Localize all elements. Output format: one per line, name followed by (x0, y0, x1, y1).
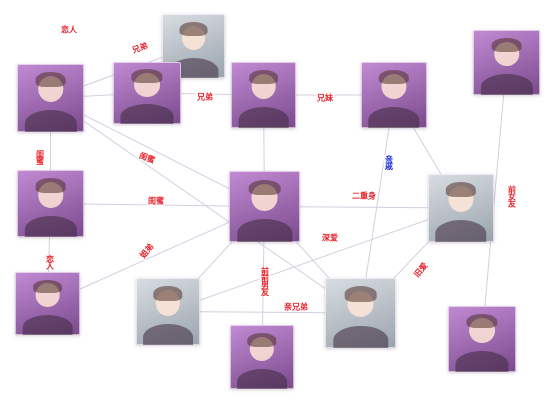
edge-label: 兄妹 (316, 93, 334, 103)
person-photo-icon (325, 278, 396, 348)
edge-label: 兄弟 (196, 92, 214, 102)
person-photo-icon (17, 64, 84, 132)
edge-label: 亲兄弟 (283, 302, 309, 312)
relationship-edge (50, 97, 361, 314)
person-node-blond-man-bottom[interactable] (325, 278, 396, 348)
relationship-edge (50, 97, 265, 207)
person-node-woman-center[interactable] (229, 171, 300, 242)
person-photo-icon (15, 272, 80, 335)
person-photo-icon (231, 62, 296, 128)
person-node-man-left-bottom[interactable] (15, 272, 80, 335)
person-node-dark-hair-man-center-top[interactable] (231, 62, 296, 128)
person-node-blonde-woman-left[interactable] (17, 64, 84, 132)
edge-label: 闺蜜 (34, 150, 46, 164)
edge-label: 前女友 (506, 185, 518, 207)
relationship-edge (167, 207, 462, 312)
person-photo-icon (473, 30, 540, 95)
edge-label: 恋人 (60, 25, 78, 35)
person-node-man-suit-top[interactable] (113, 62, 181, 124)
person-photo-icon (428, 174, 494, 242)
edge-label: 恋人 (44, 255, 56, 269)
person-photo-icon (17, 170, 84, 237)
person-photo-icon (361, 62, 427, 128)
edge-label: 深爱 (321, 233, 339, 243)
person-photo-icon (229, 171, 300, 242)
person-node-redhead-woman-top-right[interactable] (473, 30, 540, 95)
person-node-blonde-woman-braid[interactable] (361, 62, 427, 128)
person-node-woman-left-middle[interactable] (17, 170, 84, 237)
edge-label: 前前男友 (259, 267, 271, 295)
person-node-woman-hat-right[interactable] (428, 174, 494, 242)
relationship-edge (47, 206, 265, 304)
relationship-edge (481, 62, 507, 340)
person-node-young-man-bottom[interactable] (230, 325, 294, 389)
edge-label: 亲戚 (383, 155, 395, 169)
person-photo-icon (162, 14, 225, 78)
person-photo-icon (448, 306, 516, 372)
person-node-man-bottom-left-center[interactable] (136, 278, 200, 345)
person-photo-icon (136, 278, 200, 345)
edge-label: 二重身 (351, 191, 377, 201)
edge-label: 闺蜜 (147, 196, 165, 206)
relationship-edge (360, 94, 395, 314)
person-photo-icon (113, 62, 181, 124)
person-node-man-bottom-right[interactable] (448, 306, 516, 372)
person-photo-icon (230, 325, 294, 389)
